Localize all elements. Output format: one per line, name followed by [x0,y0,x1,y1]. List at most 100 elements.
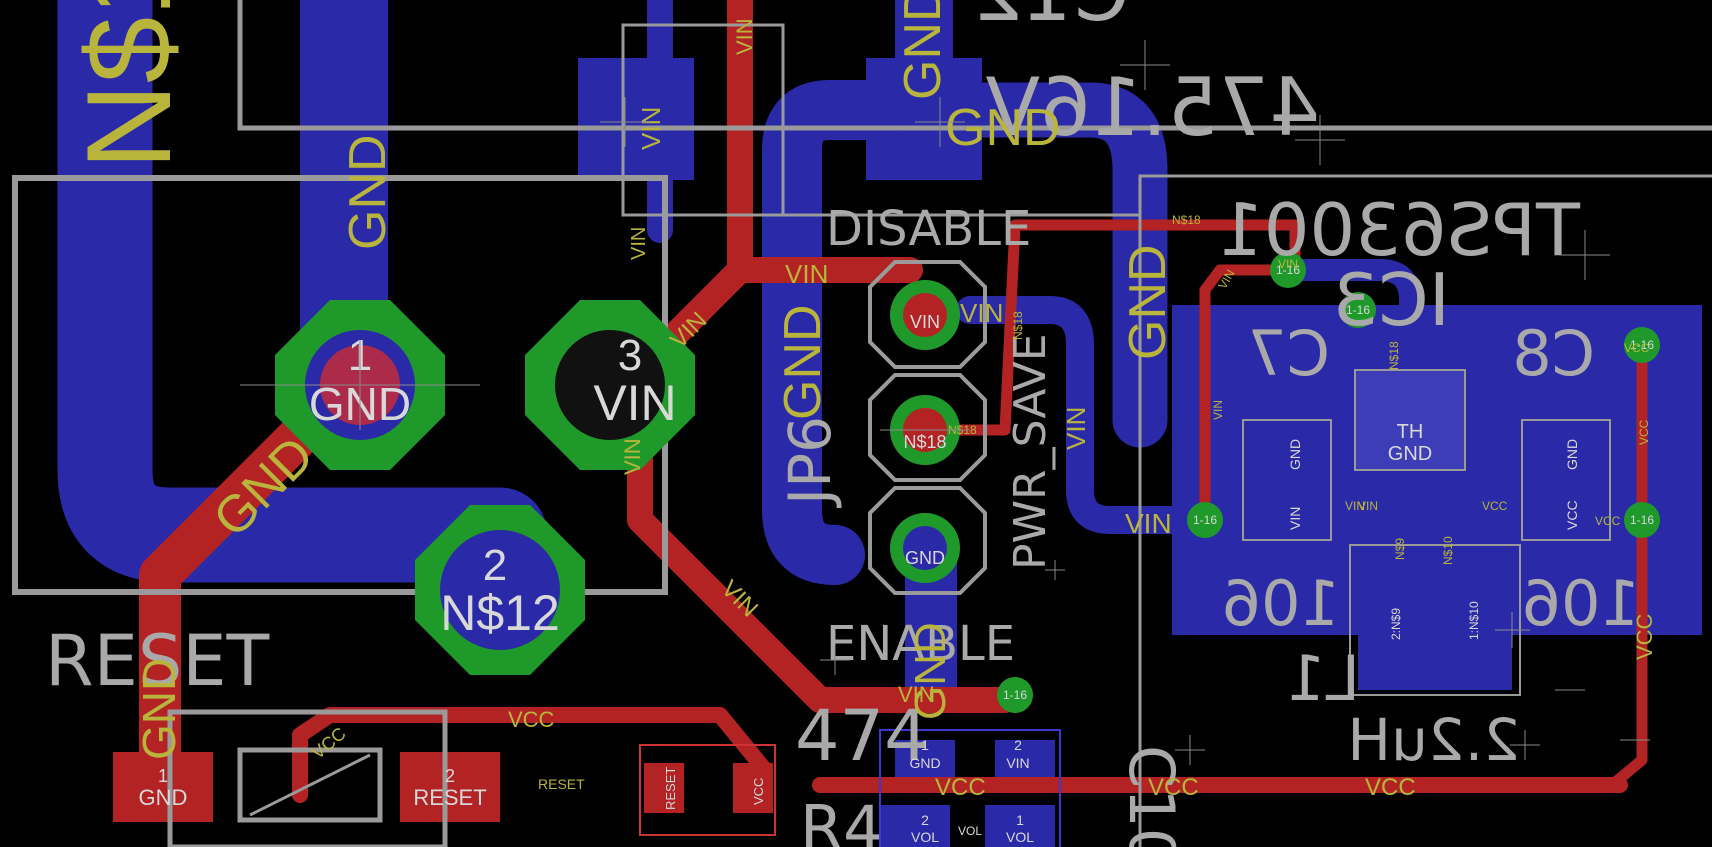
jp-pad-2-net: N$18 [903,432,946,452]
jp-pad-1-copper [903,293,947,337]
switch-pad-2-number: 2 [445,766,455,786]
net-gnd-lower: GND [906,622,955,720]
via-4 [1187,502,1223,538]
net-vcc-via: VCC [1624,341,1650,355]
via-4-label: 1-16 [1193,513,1217,527]
ic-pin-trace [1277,259,1421,431]
net-vin-top: VIN [732,18,757,55]
pad-2-net: N$12 [440,585,560,641]
pad-3-drill [555,330,665,440]
net-vin-trace: VIN [1061,407,1091,450]
via-5-label: 1-16 [1630,513,1654,527]
jp-pad-2-outline [868,373,987,482]
switch-outline [167,709,448,847]
l1-pad-left [1358,555,1438,690]
gnd-diagonal-trace [139,354,381,806]
label-c12: C12 [972,0,1130,39]
vias [997,252,1660,713]
net-vin-c12: VIN [636,107,666,150]
via-6 [997,677,1033,713]
ic-outline [1138,174,1712,847]
vcc-right-trace [1606,339,1648,791]
resistor-pad-net-reset: RESET [663,767,678,810]
th-gnd-label: GND [1388,443,1432,465]
c12-outline [237,0,1712,131]
label-c10: C10 [1115,745,1188,847]
jp-pad-3-outline [868,486,987,595]
gnd-loop-trace [762,80,910,585]
resistor-outline [639,744,776,836]
net-vcc-ic: VCC [1482,499,1508,513]
net-vcc-right: VCC [1632,613,1657,660]
label-ns1-top: N$1 [62,0,196,170]
jumper-jp6 [868,260,987,595]
origin-crosshairs [240,40,1650,765]
c7-vin-label: VIN [1287,507,1303,530]
label-c7: C7 [1247,317,1330,390]
via-2-label: 1-16 [1346,303,1370,317]
c8-gnd-label: GND [1564,439,1580,470]
vol-pad-2-number: 1 [1016,812,1024,828]
silkscreen-text: N$1 C12 475.16V TPS63001 IC3 DISABLE PWR… [45,0,1640,847]
c7-gnd-label: GND [1287,439,1303,470]
ns18-trace [919,219,1301,436]
net-vin-ic: VIN [1125,508,1172,539]
via-1-label: 1-16 [1276,263,1300,277]
net-ns10: N$10 [1441,536,1455,565]
via-1 [1270,252,1306,288]
net-vin-bottom-pad: VIN [628,227,650,260]
c8-vcc-label: VCC [1564,500,1580,530]
jp-pad-1-outline [868,260,987,369]
th-outline [1354,369,1466,471]
label-c7-value: 106 [1222,567,1340,640]
label-enable: ENABLE [826,616,1015,672]
net-ns9: N$9 [1393,538,1407,560]
via-3-label: 1-16 [1630,338,1654,352]
switch-pad-1 [113,752,213,822]
via-5 [1624,502,1660,538]
gnd-strip-vertical [895,0,953,90]
net-ns18-ic: N$18 [1387,341,1401,370]
label-ic-name: TPS63001 [1218,188,1581,272]
switch-inner [237,747,383,823]
pad-2-drill [460,550,540,630]
net-gnd-top: GND [945,99,1061,157]
net-gnd-top-vertical: GND [894,0,952,100]
label-c8-value: 106 [1522,567,1640,640]
th-label: TH [1397,421,1424,443]
net-vcc-left: VCC [508,707,555,732]
vol-center-net: VOL [958,824,982,838]
vol-pad-1-number: 2 [921,812,929,828]
switch-pad-2-net: RESET [413,785,486,810]
net-ns18-vertical: N$18 [1011,311,1025,340]
net-gnd-left: GND [133,658,185,760]
jp-pad-3-net: GND [905,548,945,568]
c7-outline [1242,419,1332,541]
pad-2-number: 2 [483,541,507,590]
net-vin-ic-pin: VIN [1345,499,1365,513]
net-vcc-bottom-1: VCC [935,774,986,801]
label-r4: R4 [800,792,883,847]
jp-pad-1-net: VIN [910,312,940,332]
switch-pad-1-net: GND [139,785,188,810]
switch-pad-1-number: 1 [158,766,168,786]
net-gnd-right: GND [1119,244,1177,360]
vol-pad-2-net: VOL [1006,829,1034,845]
l1-pad-right [1432,555,1512,690]
net-reset: RESET [538,776,585,792]
label-l1-value: 2.2uH [1347,706,1520,774]
label-reset: RESET [45,620,270,702]
net-ns18: N$18 [1172,213,1201,227]
net-vin-bottom: VIN [898,682,935,707]
gnd-right-trace [932,82,1168,448]
u-vin-net: VIN [1006,755,1029,771]
vin-ic-trace [1199,264,1294,526]
resistor-pad-1 [644,763,684,813]
l1-pad-2-label: 2:N$9 [1389,608,1403,640]
via-3 [1624,327,1660,363]
switch-slash [249,753,371,817]
via-2 [1340,292,1376,328]
net-vcc-c8: VCC [1595,514,1621,528]
pad-3-number: 3 [618,331,642,380]
